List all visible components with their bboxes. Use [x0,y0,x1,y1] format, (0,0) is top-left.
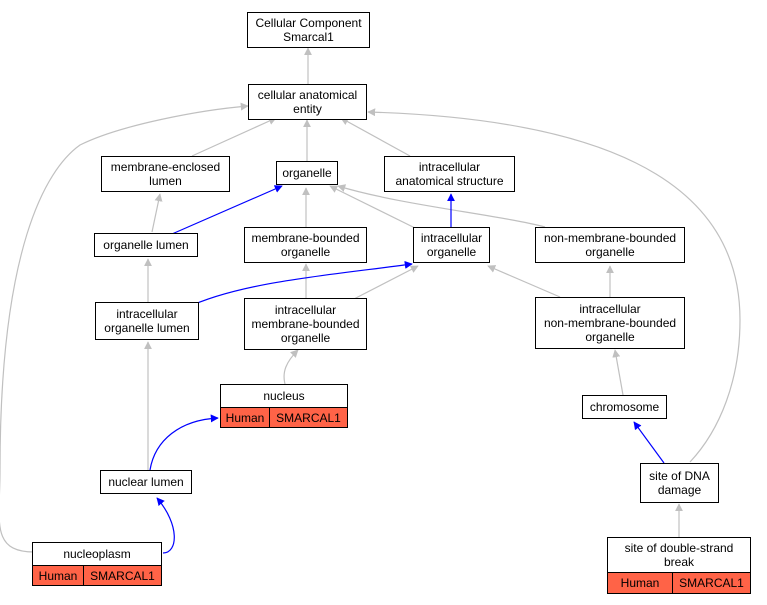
node-label-line: site of DNA [649,469,710,483]
node-label-line: intracellular [420,231,483,245]
node-site-of-dna-damage[interactable]: site of DNA damage [640,463,719,503]
node-intracellular-organelle[interactable]: intracellular organelle [413,227,490,263]
node-label-line: organelle lumen [103,238,189,252]
node-label-line: non-membrane-bounded [543,231,677,245]
node-label-line: anatomical structure [395,174,504,188]
edge-organelle-lumen-to-membrane-enclosed-lumen [151,193,163,233]
node-label-line: entity [293,102,322,116]
edge-intracellular-organelle-to-organelle [329,185,416,229]
node-membrane-bounded-organelle[interactable]: membrane-bounded organelle [244,227,367,263]
annotation-nucleus: Human SMARCAL1 [220,408,348,428]
node-label-line: nucleoplasm [63,547,131,561]
node-organelle[interactable]: organelle [276,161,338,185]
node-cellular-anatomical-entity[interactable]: cellular anatomical entity [248,84,367,120]
edge-nucleoplasm-to-nuclear-lumen-blue [156,497,175,554]
node-label-line: nucleus [263,389,305,403]
edge-organelle-lumen-to-organelle-blue [171,185,283,235]
node-intracellular-membrane-bounded-organelle[interactable]: intracellular membrane-bounded organelle [244,298,367,350]
edge-dna-damage-to-entity [367,108,741,463]
node-label-line: site of double-strand [624,541,734,555]
annotation-site-of-double-strand-break: Human SMARCAL1 [607,573,751,594]
node-root[interactable]: Cellular Component Smarcal1 [247,12,370,48]
node-label-line: membrane-enclosed [110,160,221,174]
edge-intracellular-non-membrane-bounded-to-intracellular-organelle [487,265,561,298]
node-label-line: intracellular [579,302,641,316]
annotation-nucleoplasm: Human SMARCAL1 [32,566,162,586]
node-intracellular-non-membrane-bounded-organelle[interactable]: intracellular non-membrane-bounded organ… [535,297,685,349]
edge-chromosome-to-intracellular-non-membrane-bounded [612,349,624,396]
node-chromosome[interactable]: chromosome [582,395,667,419]
edge-intracellular-organelle-lumen-to-intracellular-organelle-blue [185,260,413,309]
node-label-line: organelle [426,245,477,259]
node-label-line: intracellular [274,303,337,317]
edge-intracellular-membrane-bounded-to-intracellular-organelle [351,265,419,301]
node-label-line: organelle [282,166,332,180]
node-label-line: Cellular Component [255,16,362,30]
edge-nucleoplasm-to-entity [0,102,249,553]
node-label-line: organelle [585,330,635,344]
node-label-line: intracellular [418,160,481,174]
node-label-line: non-membrane-bounded [543,316,677,330]
edge-nucleus-to-intracellular-membrane-bounded [283,349,299,385]
node-label-line: membrane-bounded [251,231,360,245]
node-intracellular-anatomical-structure[interactable]: intracellular anatomical structure [384,156,515,192]
node-membrane-enclosed-lumen[interactable]: membrane-enclosed lumen [101,156,230,192]
gene-cell: SMARCAL1 [83,566,161,585]
node-label-line: Smarcal1 [283,30,334,44]
gene-cell: SMARCAL1 [672,573,750,593]
node-nucleus[interactable]: nucleus [220,384,348,408]
node-intracellular-organelle-lumen[interactable]: intracellular organelle lumen [95,302,199,340]
species-cell: Human [608,573,672,593]
node-label-line: cellular anatomical [257,88,358,102]
node-label-line: lumen [149,174,182,188]
node-label-line: organelle [280,331,331,345]
gene-cell: SMARCAL1 [269,408,347,427]
node-label-line: intracellular [116,307,178,321]
edge-dna-damage-to-chromosome-blue [633,421,665,464]
node-label-line: organelle [585,245,635,259]
node-site-of-double-strand-break[interactable]: site of double-strand break [607,537,751,573]
edge-nuclear-lumen-to-nucleus-blue [149,414,219,471]
species-cell: Human [221,408,269,427]
edge-non-membrane-bounded-to-organelle [337,184,546,228]
node-label-line: chromosome [589,400,660,414]
node-label-line: membrane-bounded [251,317,360,331]
edge-membrane-enclosed-lumen-to-entity [191,117,277,157]
node-label-line: organelle lumen [104,321,190,335]
node-label-line: damage [657,483,702,497]
node-non-membrane-bounded-organelle[interactable]: non-membrane-bounded organelle [535,227,685,263]
species-cell: Human [33,566,83,585]
node-nuclear-lumen[interactable]: nuclear lumen [100,470,192,494]
node-label-line: organelle [280,245,331,259]
node-organelle-lumen[interactable]: organelle lumen [94,233,198,257]
node-nucleoplasm[interactable]: nucleoplasm [32,542,162,566]
node-label-line: nuclear lumen [108,475,184,489]
node-label-line: break [663,555,695,569]
edge-intracellular-structure-to-entity [340,117,411,157]
